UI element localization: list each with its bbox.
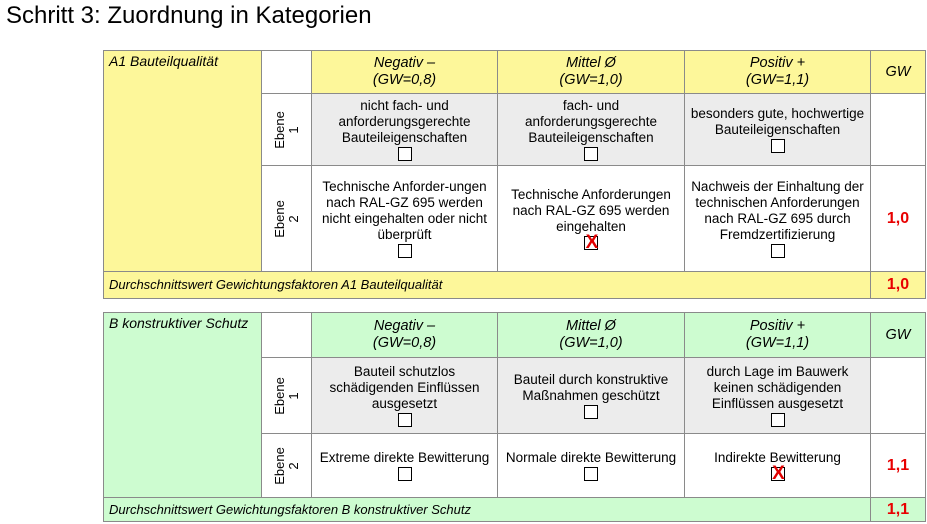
criteria-cell: Bauteil durch konstruktive Maßnahmen ges… (497, 357, 685, 434)
gw-value: 1,1 (870, 433, 926, 498)
criteria-cell: Bauteil schutzlos schädigenden Einflüsse… (311, 357, 498, 434)
criteria-cell: Normale direkte Bewitterung (497, 433, 685, 498)
average-value: 1,1 (870, 497, 926, 522)
column-header-positiv: Positiv +(GW=1,1) (684, 50, 871, 94)
category-title: B konstruktiver Schutz (103, 312, 262, 498)
criteria-cell: Indirekte Bewitterung X (684, 433, 871, 498)
category-title: A1 Bauteilqualität (103, 50, 262, 272)
checkbox[interactable] (397, 466, 412, 481)
criteria-cell: fach- und anforderungsgerechte Bauteilei… (497, 93, 685, 166)
checkbox[interactable] (770, 412, 785, 427)
gw-header: GW (870, 50, 926, 94)
corner-cell (261, 312, 312, 358)
column-header-positiv: Positiv +(GW=1,1) (684, 312, 871, 358)
column-header-mittel: Mittel Ø(GW=1,0) (497, 312, 685, 358)
checkbox[interactable] (770, 138, 785, 153)
average-label: Durchschnittswert Gewichtungsfaktoren A1… (103, 271, 871, 299)
checkbox[interactable] (584, 146, 598, 161)
checkbox[interactable] (770, 243, 785, 258)
column-header-negativ: Negativ –(GW=0,8) (311, 312, 498, 358)
average-value: 1,0 (870, 271, 926, 299)
checkbox[interactable] (584, 404, 598, 419)
category-table-a: A1 Bauteilqualität Negativ –(GW=0,8) Mit… (103, 50, 926, 299)
checkbox[interactable]: X (584, 232, 598, 253)
corner-cell (261, 50, 312, 94)
criteria-cell: Extreme direkte Bewitterung (311, 433, 498, 498)
checkbox[interactable] (397, 146, 412, 161)
gw-value (870, 93, 926, 166)
checked-x-mark: X (772, 462, 785, 484)
average-label: Durchschnittswert Gewichtungsfaktoren B … (103, 497, 871, 522)
criteria-cell: Nachweis der Einhaltung der technischen … (684, 165, 871, 272)
checkbox[interactable] (397, 243, 412, 258)
column-header-mittel: Mittel Ø(GW=1,0) (497, 50, 685, 94)
criteria-cell: Technische Anforder-ungen nach RAL-GZ 69… (311, 165, 498, 272)
page-title: Schritt 3: Zuordnung in Kategorien (6, 2, 372, 29)
criteria-cell: Technische Anforderungen nach RAL-GZ 695… (497, 165, 685, 272)
checkbox[interactable] (584, 466, 598, 481)
checkbox[interactable] (397, 412, 412, 427)
gw-header: GW (870, 312, 926, 358)
criteria-cell: besonders gute, hochwertige Bauteileigen… (684, 93, 871, 166)
gw-value (870, 357, 926, 434)
checkbox[interactable]: X (770, 463, 785, 484)
checked-x-mark: X (585, 231, 599, 253)
gw-value: 1,0 (870, 165, 926, 272)
column-header-negativ: Negativ –(GW=0,8) (311, 50, 498, 94)
criteria-cell: durch Lage im Bauwerk keinen schädigende… (684, 357, 871, 434)
category-table-b: B konstruktiver Schutz Negativ –(GW=0,8)… (103, 312, 926, 522)
criteria-cell: nicht fach- und anforderungsgerechte Bau… (311, 93, 498, 166)
